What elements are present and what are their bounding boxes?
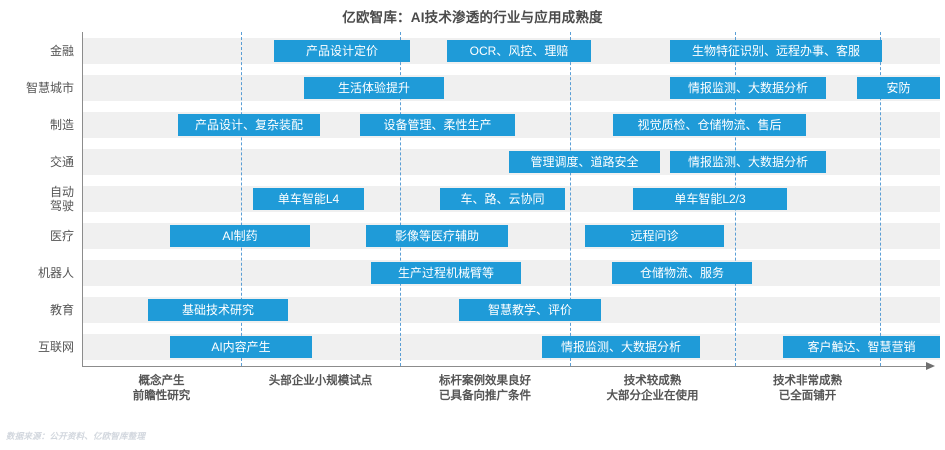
gridline-stage-5 [880,32,881,366]
bar-segment[interactable]: 客户触达、智慧营销 [783,336,940,358]
category-label-互联网: 互联网 [0,340,74,354]
stage-label-1: 概念产生前瞻性研究 [72,374,252,404]
bar-segment[interactable]: 影像等医疗辅助 [366,225,508,247]
x-axis-line [82,366,928,367]
bar-segment[interactable]: 单车智能L4 [253,188,364,210]
category-label-机器人: 机器人 [0,266,74,280]
bar-segment[interactable]: 智慧教学、评价 [459,299,601,321]
stage-label-line2: 大部分企业在使用 [606,390,699,402]
category-label-教育: 教育 [0,303,74,317]
stage-label-line1: 技术较成熟 [623,375,682,387]
bar-segment[interactable]: 管理调度、道路安全 [509,151,660,173]
bar-segment[interactable]: AI制药 [170,225,310,247]
bar-segment[interactable]: 情报监测、大数据分析 [670,151,826,173]
stage-label-line1: 概念产生 [138,375,185,387]
bar-segment[interactable]: 车、路、云协同 [440,188,565,210]
bar-segment[interactable]: 仓储物流、服务 [612,262,752,284]
bar-segment[interactable]: 视觉质检、仓储物流、售后 [613,114,806,136]
gridline-stage-2 [400,32,401,366]
stage-label-line1: 头部企业小规模试点 [268,375,373,387]
bar-segment[interactable]: 产品设计、复杂装配 [178,114,320,136]
x-axis-arrow-icon [926,362,935,370]
category-label-自动驾驶: 自动驾驶 [0,185,74,213]
category-label-line: 自动 [49,185,74,199]
bar-segment[interactable]: 生活体验提升 [304,77,444,99]
bar-segment[interactable]: 情报监测、大数据分析 [670,77,826,99]
category-label-line: 制造 [49,118,74,132]
bar-segment[interactable]: 产品设计定价 [274,40,410,62]
category-label-line: 交通 [49,155,74,169]
category-label-line: 金融 [49,44,74,58]
category-label-医疗: 医疗 [0,229,74,243]
category-label-智慧城市: 智慧城市 [0,81,74,95]
stage-label-line1: 技术非常成熟 [773,375,842,387]
bar-segment[interactable]: 基础技术研究 [148,299,288,321]
bar-segment[interactable]: 单车智能L2/3 [633,188,787,210]
category-label-line: 机器人 [37,266,74,280]
page-title: 亿欧智库：AI技术渗透的行业与应用成熟度 [342,10,603,25]
gridline-stage-3 [570,32,571,366]
category-label-交通: 交通 [0,155,74,169]
bar-segment[interactable]: 安防 [857,77,940,99]
category-label-制造: 制造 [0,118,74,132]
bar-segment[interactable]: 生物特征识别、远程办事、客服 [670,40,882,62]
category-label-金融: 金融 [0,44,74,58]
stage-label-3: 标杆案例效果良好已具备向推广条件 [395,374,575,404]
category-label-line: 互联网 [37,340,74,354]
category-label-line: 驾驶 [49,199,74,213]
category-label-line: 教育 [49,303,74,317]
stage-label-line2: 已具备向推广条件 [439,390,531,402]
bar-segment[interactable]: 情报监测、大数据分析 [542,336,700,358]
bar-segment[interactable]: OCR、风控、理赔 [447,40,591,62]
category-label-line: 医疗 [49,229,74,243]
bar-segment[interactable]: AI内容产生 [170,336,312,358]
stage-label-4: 技术较成熟大部分企业在使用 [563,374,743,404]
stage-label-5: 技术非常成熟已全面铺开 [718,374,898,404]
stage-label-line2: 前瞻性研究 [132,390,191,402]
stage-label-2: 头部企业小规模试点 [231,374,411,389]
bar-segment[interactable]: 设备管理、柔性生产 [360,114,515,136]
bar-segment[interactable]: 远程问诊 [585,225,724,247]
stage-label-line2: 已全面铺开 [778,390,837,402]
y-axis-line [82,32,83,366]
footer-source-note: 数据来源：公开资料、亿欧智库整理 [6,431,146,441]
stage-label-line1: 标杆案例效果良好 [439,375,531,387]
category-label-line: 智慧城市 [25,81,74,95]
gridline-stage-1 [241,32,242,366]
bar-segment[interactable]: 生产过程机械臂等 [371,262,521,284]
